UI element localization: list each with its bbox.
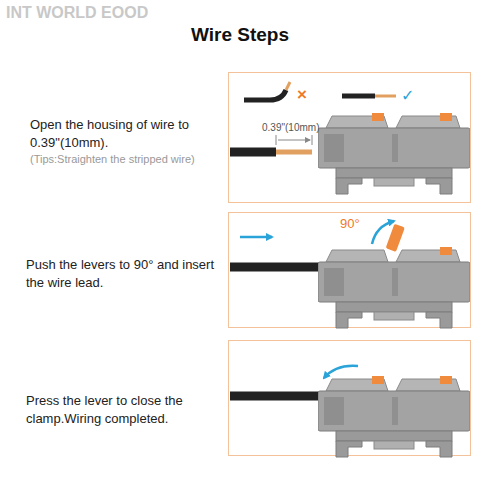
angle-label: 90° bbox=[340, 215, 360, 233]
page-title: Wire Steps bbox=[0, 22, 480, 48]
wrong-mark: × bbox=[297, 84, 307, 107]
tip-note: (Tips:Straighten the stripped wire) bbox=[30, 152, 210, 167]
dimension-label: 0.39"(10mm) bbox=[262, 121, 319, 135]
step-text: Press the lever to close the clamp.Wirin… bbox=[26, 392, 221, 427]
right-mark: ✓ bbox=[401, 85, 414, 107]
watermark: INT WORLD EOOD bbox=[6, 2, 148, 24]
step-text: Push the levers to 90° and insert the wi… bbox=[26, 256, 221, 291]
step-text: Open the housing of wire to 0.39"(10mm). bbox=[30, 116, 220, 151]
